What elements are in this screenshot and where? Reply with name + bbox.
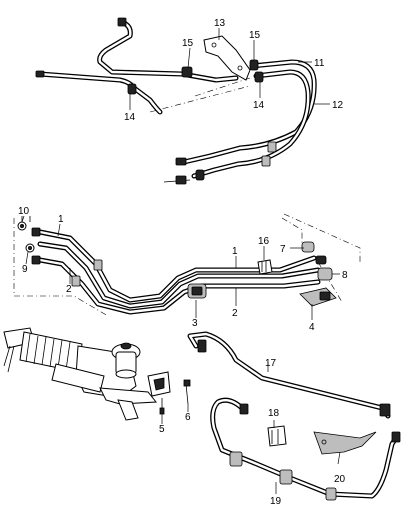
seal-9: [25, 243, 35, 253]
callout-3: 3: [192, 318, 198, 329]
callout-18: 18: [268, 408, 280, 419]
fitting-8b: [315, 255, 327, 265]
clip-18: [267, 425, 287, 447]
callout-16: 16: [258, 236, 270, 247]
callout-19: 19: [270, 496, 282, 507]
pipe-upper-hook: [97, 17, 239, 83]
callout-7: 7: [280, 244, 286, 255]
callouts: 13 15 15 11 12 14 14 10 1 9 2 1 16 7 8 2…: [18, 18, 348, 507]
callout-17: 17: [265, 358, 277, 369]
callout-4: 4: [309, 322, 315, 333]
callout-15-left: 15: [182, 38, 194, 49]
bracket-20: [313, 431, 377, 455]
callout-9: 9: [22, 264, 28, 275]
callout-10: 10: [18, 206, 30, 217]
callout-1-left: 1: [58, 214, 64, 225]
callout-15-right: 15: [249, 30, 261, 41]
pipe-2: [31, 255, 321, 315]
hose-12: [191, 69, 311, 181]
grommet-4: [299, 287, 337, 307]
steering-rack: [3, 327, 191, 424]
pipe-14-left: [35, 70, 163, 115]
pipe-17: [187, 331, 391, 419]
callout-2-right: 2: [232, 308, 238, 319]
callout-12: 12: [332, 100, 344, 111]
pinion-housing: [111, 342, 141, 379]
bracket-13: [203, 35, 251, 81]
upper-hose-group: [35, 17, 330, 185]
hose-end-stud: [163, 175, 191, 185]
cooler-pipe-group: [187, 331, 401, 501]
clip-16: [257, 259, 273, 275]
callout-13: 13: [214, 18, 226, 29]
fitting-14: [254, 71, 264, 83]
callout-1-right: 1: [232, 246, 238, 257]
callout-11: 11: [314, 58, 325, 69]
callout-20: 20: [334, 474, 346, 485]
mount-5: [147, 371, 171, 415]
fitting-15: [249, 59, 259, 71]
fitting-7: [301, 241, 315, 253]
main-pipe-group: [13, 213, 361, 320]
seal-10: [17, 216, 31, 231]
callout-6: 6: [185, 412, 191, 423]
bolt-6: [183, 379, 191, 405]
fitting-8: [317, 267, 333, 281]
rack-bellows: [19, 331, 83, 373]
grommet-3: [187, 283, 207, 299]
callout-14-left: 14: [124, 112, 136, 123]
callout-8: 8: [342, 270, 348, 281]
callout-14-right: 14: [253, 100, 265, 111]
callout-5: 5: [159, 424, 165, 435]
pipe-19: [210, 397, 401, 501]
pipe-1: [31, 227, 321, 309]
callout-2-left: 2: [66, 284, 72, 295]
